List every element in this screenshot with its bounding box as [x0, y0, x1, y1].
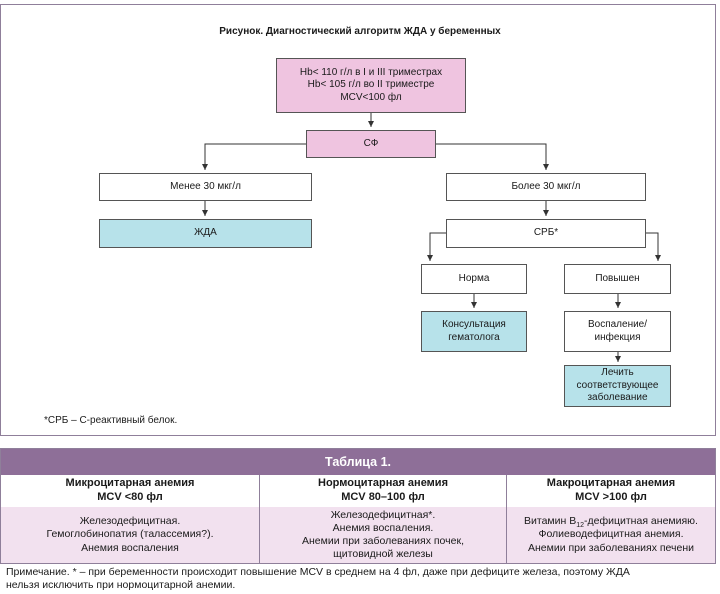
table-note: Примечание. * – при беременности происхо…: [6, 566, 630, 592]
cell-macrocytic: Витамин B12-дефицитная анемияю. Фолиевод…: [507, 507, 715, 563]
macro-rest: -дефицитная анемияю. Фолиеводефицитная а…: [527, 515, 698, 554]
cell-normocytic: Железодефицитная*. Анемия воспаления. Ан…: [260, 507, 506, 563]
node-hematologist: Консультация гематолога: [421, 311, 527, 352]
figure-footnote: *СРБ – С-реактивный белок.: [44, 415, 178, 426]
node-treat: Лечить соответствующее заболевание: [564, 365, 671, 407]
header-macrocytic: Макроцитарная анемия MCV >100 фл: [507, 475, 715, 507]
arrow-sf-more30: [436, 143, 549, 170]
macro-subscript: 12: [576, 522, 585, 530]
arrow-crp-norm: [427, 232, 446, 261]
node-sf: СФ: [306, 130, 436, 158]
flow-arrows: [202, 113, 661, 362]
node-more30: Более 30 мкг/л: [446, 173, 646, 201]
macro-prefix: Витамин B: [524, 515, 577, 528]
table-title: Таблица 1.: [1, 449, 715, 475]
node-crp: СРБ*: [446, 219, 646, 248]
node-criteria: Hb< 110 г/л в I и III триместрах Hb< 105…: [276, 58, 466, 113]
figure-title: Рисунок. Диагностический алгоритм ЖДА у …: [219, 26, 501, 37]
header-microcytic: Микроцитарная анемия MCV <80 фл: [1, 475, 259, 507]
node-elevated: Повышен: [564, 264, 671, 294]
arrow-crp-elevated: [646, 232, 661, 261]
column-separator: [506, 475, 507, 563]
anemia-table: Таблица 1. Микроцитарная анемия MCV <80 …: [0, 448, 716, 564]
macro-text: Витамин B12-дефицитная анемияю. Фолиевод…: [524, 515, 698, 554]
node-norm: Норма: [421, 264, 527, 294]
cell-microcytic: Железодефицитная. Гемоглобинопатия (тала…: [1, 507, 259, 563]
node-ida: ЖДА: [99, 219, 312, 248]
node-less30: Менее 30 мкг/л: [99, 173, 312, 201]
column-separator: [259, 475, 260, 563]
arrow-sf-less30: [202, 143, 306, 170]
header-normocytic: Нормоцитарная анемия MCV 80–100 фл: [260, 475, 506, 507]
node-inflammation: Воспаление/ инфекция: [564, 311, 671, 352]
